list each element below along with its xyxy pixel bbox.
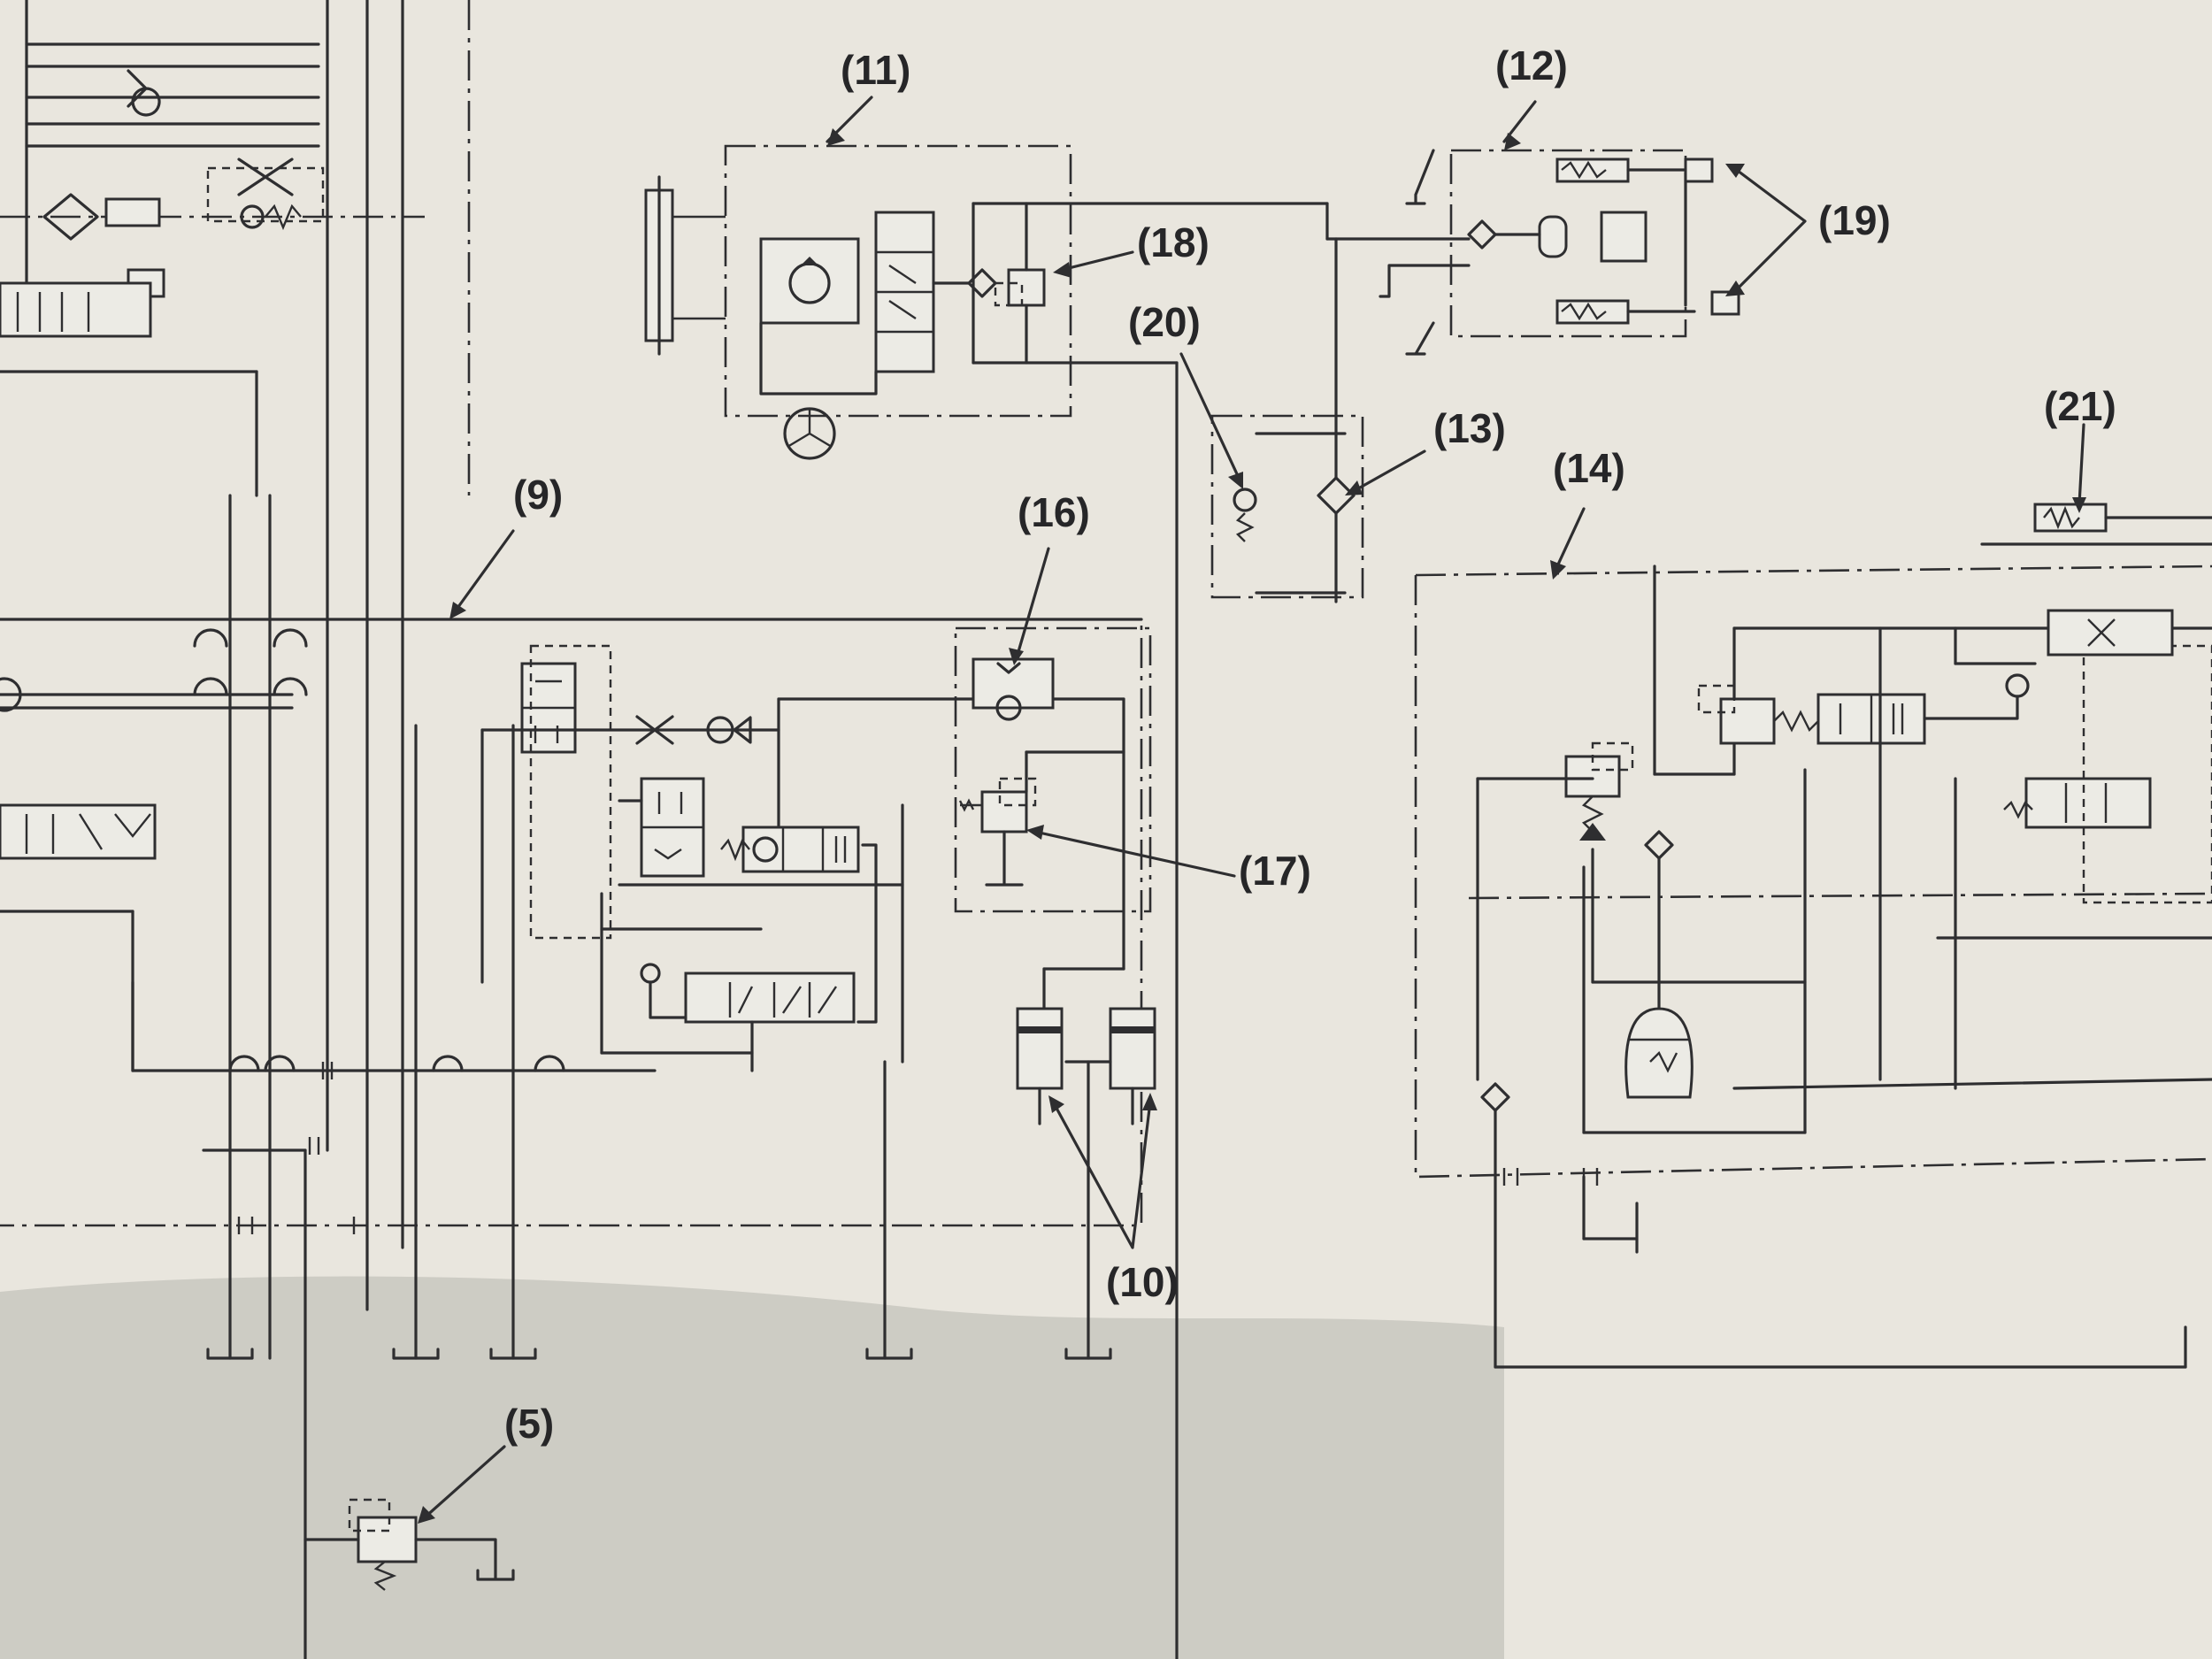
label-9: (9) bbox=[513, 472, 563, 518]
label-14: (14) bbox=[1553, 445, 1625, 491]
filter-icon bbox=[1480, 1082, 1510, 1112]
callout-labels: (11) (12) (18) (19) (20) (13) (14) (21) … bbox=[504, 42, 2116, 1447]
check-valve-icon bbox=[127, 69, 161, 117]
relief-valve-icon bbox=[104, 197, 161, 227]
check-valve-icon bbox=[706, 716, 752, 744]
check-valve-icon bbox=[995, 695, 1022, 721]
brake-block-12 bbox=[1325, 149, 1740, 356]
label-16: (16) bbox=[1018, 489, 1090, 535]
orifice-icon bbox=[635, 715, 674, 745]
label-12: (12) bbox=[1495, 42, 1568, 88]
accumulator-icon bbox=[1624, 1007, 1694, 1099]
directional-valve-icon bbox=[2047, 609, 2174, 657]
right-block-14 bbox=[1414, 503, 2212, 1369]
cylinder-icon bbox=[1016, 1007, 1156, 1360]
relief-valve-5 bbox=[303, 1498, 515, 1591]
relief-valve-icon bbox=[357, 1516, 418, 1563]
filter-icon bbox=[42, 193, 99, 241]
label-5: (5) bbox=[504, 1401, 554, 1447]
directional-valve-icon bbox=[741, 826, 860, 873]
label-20: (20) bbox=[1128, 299, 1201, 345]
label-19: (19) bbox=[1818, 197, 1891, 243]
brake-pad-icon bbox=[1710, 290, 1740, 316]
leader-arrows bbox=[418, 96, 2086, 1524]
relief-valve-icon bbox=[1007, 268, 1046, 307]
label-10: (10) bbox=[1106, 1259, 1179, 1305]
label-21: (21) bbox=[2044, 383, 2116, 429]
label-18: (18) bbox=[1137, 219, 1210, 265]
directional-valve-icon bbox=[2024, 777, 2152, 829]
filter-icon bbox=[1317, 476, 1356, 515]
tank-icon bbox=[206, 1348, 1112, 1360]
relief-valve-icon bbox=[980, 790, 1028, 833]
relief-valve-icon bbox=[1719, 697, 1776, 745]
steering-block-11 bbox=[644, 144, 1329, 1659]
filter-icon bbox=[1644, 830, 1674, 860]
check-valve-icon bbox=[1233, 488, 1257, 512]
label-11: (11) bbox=[841, 47, 910, 93]
valve-block-9 bbox=[0, 494, 1143, 1659]
directional-valve-icon bbox=[0, 281, 152, 338]
label-17: (17) bbox=[1239, 848, 1311, 894]
filter-block-13-20 bbox=[1210, 237, 1364, 603]
lever-valve-icon bbox=[684, 972, 856, 1024]
relief-valve-icon bbox=[1564, 755, 1621, 798]
shadow-overlay bbox=[0, 1276, 1504, 1659]
label-13: (13) bbox=[1433, 405, 1506, 451]
priority-block-16-17 bbox=[954, 626, 1156, 1360]
brake-pad-icon bbox=[1684, 157, 1714, 183]
relief-valve-icon bbox=[2033, 503, 2108, 533]
